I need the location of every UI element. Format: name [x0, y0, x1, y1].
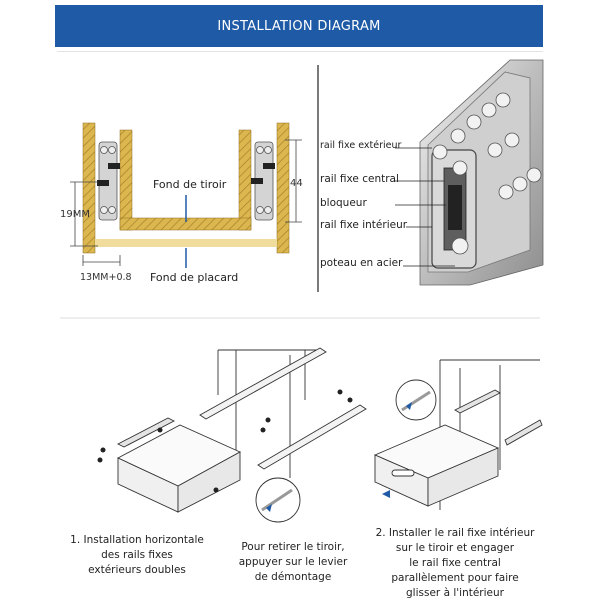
dim-13mm: 13MM+0.8 [80, 272, 132, 283]
caption-step2-line5: glisser à l'intérieur [406, 587, 504, 599]
title-banner: INSTALLATION DIAGRAM [55, 5, 543, 47]
rail-profile-illustration [419, 59, 544, 286]
caption-remove-line3: de démontage [254, 571, 332, 583]
dim-44: 44 [290, 178, 303, 189]
caption-step1-line3: extérieurs doubles [88, 564, 186, 576]
caption-step2-line3: le rail fixe central [409, 557, 501, 569]
callout-outer-rail: rail fixe extérieur [320, 140, 402, 151]
caption-step1-line1: 1. Installation horizontale [70, 534, 204, 546]
caption-remove-line1: Pour retirer le tiroir, [241, 541, 345, 553]
caption-step2-line2: sur le tiroir et engager [395, 542, 515, 554]
caption-step1-line2: des rails fixes [101, 549, 173, 561]
caption-remove-line2: appuyer sur le levier [238, 556, 348, 568]
cabinet-wall-right [276, 122, 290, 254]
top-panel-frame [57, 51, 543, 309]
callout-steel-post: poteau en acier [320, 257, 403, 269]
caption-step2-line1: 2. Installer le rail fixe intérieur [375, 527, 535, 539]
label-cabinet-bottom: Fond de placard [150, 271, 238, 284]
caption-step2-line4: parallèlement pour faire [391, 572, 519, 584]
callout-stopper: bloqueur [320, 197, 367, 209]
label-drawer-bottom: Fond de tiroir [153, 178, 227, 191]
caption-remove: Pour retirer le tiroir, appuyer sur le l… [228, 540, 358, 585]
cabinet-wall-left [82, 122, 96, 254]
caption-step2: 2. Installer le rail fixe intérieur sur … [360, 526, 550, 601]
callout-middle-rail: rail fixe central [320, 173, 399, 185]
callout-inner-rail: rail fixe intérieur [320, 219, 408, 231]
dim-19mm: 19MM [60, 209, 90, 220]
title-text: INSTALLATION DIAGRAM [217, 18, 381, 34]
caption-step1: 1. Installation horizontale des rails fi… [62, 533, 212, 578]
cabinet-bottom-board [95, 239, 277, 247]
